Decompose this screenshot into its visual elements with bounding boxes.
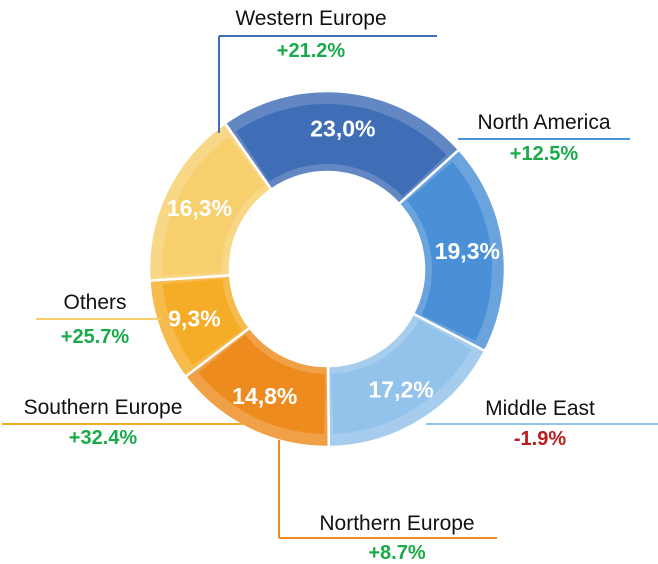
region-name-western-europe: Western Europe	[235, 7, 386, 30]
slices	[147, 89, 507, 449]
labels: 23,0% Western Europe +21.2% 19,3% North Amer…	[24, 7, 611, 564]
region-name-middle-east: Middle East	[485, 397, 595, 420]
slice-label-others: 16,3%	[167, 195, 232, 221]
slice-face-middle-east	[331, 319, 472, 434]
region-growth-north-america: +12.5%	[510, 143, 579, 165]
region-name-southern-europe: Southern Europe	[24, 396, 183, 419]
region-growth-others: +25.7%	[61, 326, 130, 348]
slice-face-southern-europe	[162, 278, 242, 366]
slice-face-western-europe	[236, 104, 447, 197]
region-growth-middle-east: -1.9%	[514, 428, 566, 450]
slice-label-middle-east: 17,2%	[368, 377, 433, 403]
region-name-northern-europe: Northern Europe	[319, 512, 474, 535]
region-name-others: Others	[63, 291, 126, 314]
slice-face-north-america	[406, 161, 492, 341]
slice-label-southern-europe: 9,3%	[168, 306, 220, 332]
region-name-north-america: North America	[477, 111, 610, 134]
slice-label-north-america: 19,3%	[435, 238, 500, 264]
region-growth-southern-europe: +32.4%	[69, 427, 138, 449]
region-growth-northern-europe: +8.7%	[368, 542, 425, 564]
leader-lines	[2, 35, 658, 539]
slice-face-northern-europe	[198, 334, 326, 434]
slice-label-western-europe: 23,0%	[310, 115, 375, 141]
region-growth-western-europe: +21.2%	[277, 40, 346, 62]
slice-label-northern-europe: 14,8%	[232, 383, 297, 409]
slice-face-others	[162, 136, 265, 276]
